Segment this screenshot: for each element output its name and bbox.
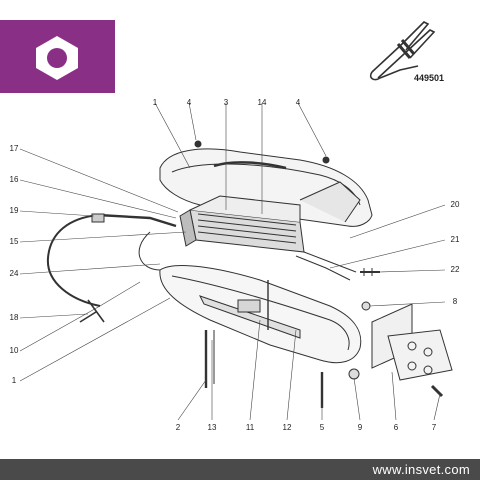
callout-5: 5 [319, 423, 325, 432]
callout-1-top-cover: 1 [152, 98, 158, 107]
callout-18: 18 [9, 313, 19, 322]
leader-lines [19, 102, 446, 421]
callout-12: 12 [282, 423, 292, 432]
callout-17: 17 [9, 144, 19, 153]
callout-19: 19 [9, 206, 19, 215]
callout-21: 21 [450, 235, 460, 244]
callout-22: 22 [450, 265, 460, 274]
brand-badge [0, 20, 115, 93]
website-link[interactable]: www.insvet.com [372, 462, 470, 477]
callout-13: 13 [207, 423, 217, 432]
callout-20: 20 [450, 200, 460, 209]
callout-7: 7 [431, 423, 437, 432]
callout-15: 15 [9, 237, 19, 246]
handle-assembly [46, 140, 453, 408]
callout-6: 6 [393, 423, 399, 432]
callout-1-bottom-shell: 1 [11, 376, 17, 385]
callout-2: 2 [175, 423, 181, 432]
callout-16: 16 [9, 175, 19, 184]
callout-4-right-screw: 4 [295, 98, 301, 107]
callout-14: 14 [257, 98, 267, 107]
callout-8: 8 [452, 297, 458, 306]
callout-3: 3 [223, 98, 229, 107]
callout-4-left-screw: 4 [186, 98, 192, 107]
cutting-wire-tip-icon [369, 21, 436, 81]
part-reference-number: 449501 [414, 73, 445, 83]
callout-9: 9 [357, 423, 363, 432]
callout-10: 10 [9, 346, 19, 355]
footer-bar: www.insvet.com [0, 459, 480, 480]
callout-11: 11 [245, 423, 255, 432]
hex-nut-icon [36, 36, 78, 80]
callout-24: 24 [9, 269, 19, 278]
